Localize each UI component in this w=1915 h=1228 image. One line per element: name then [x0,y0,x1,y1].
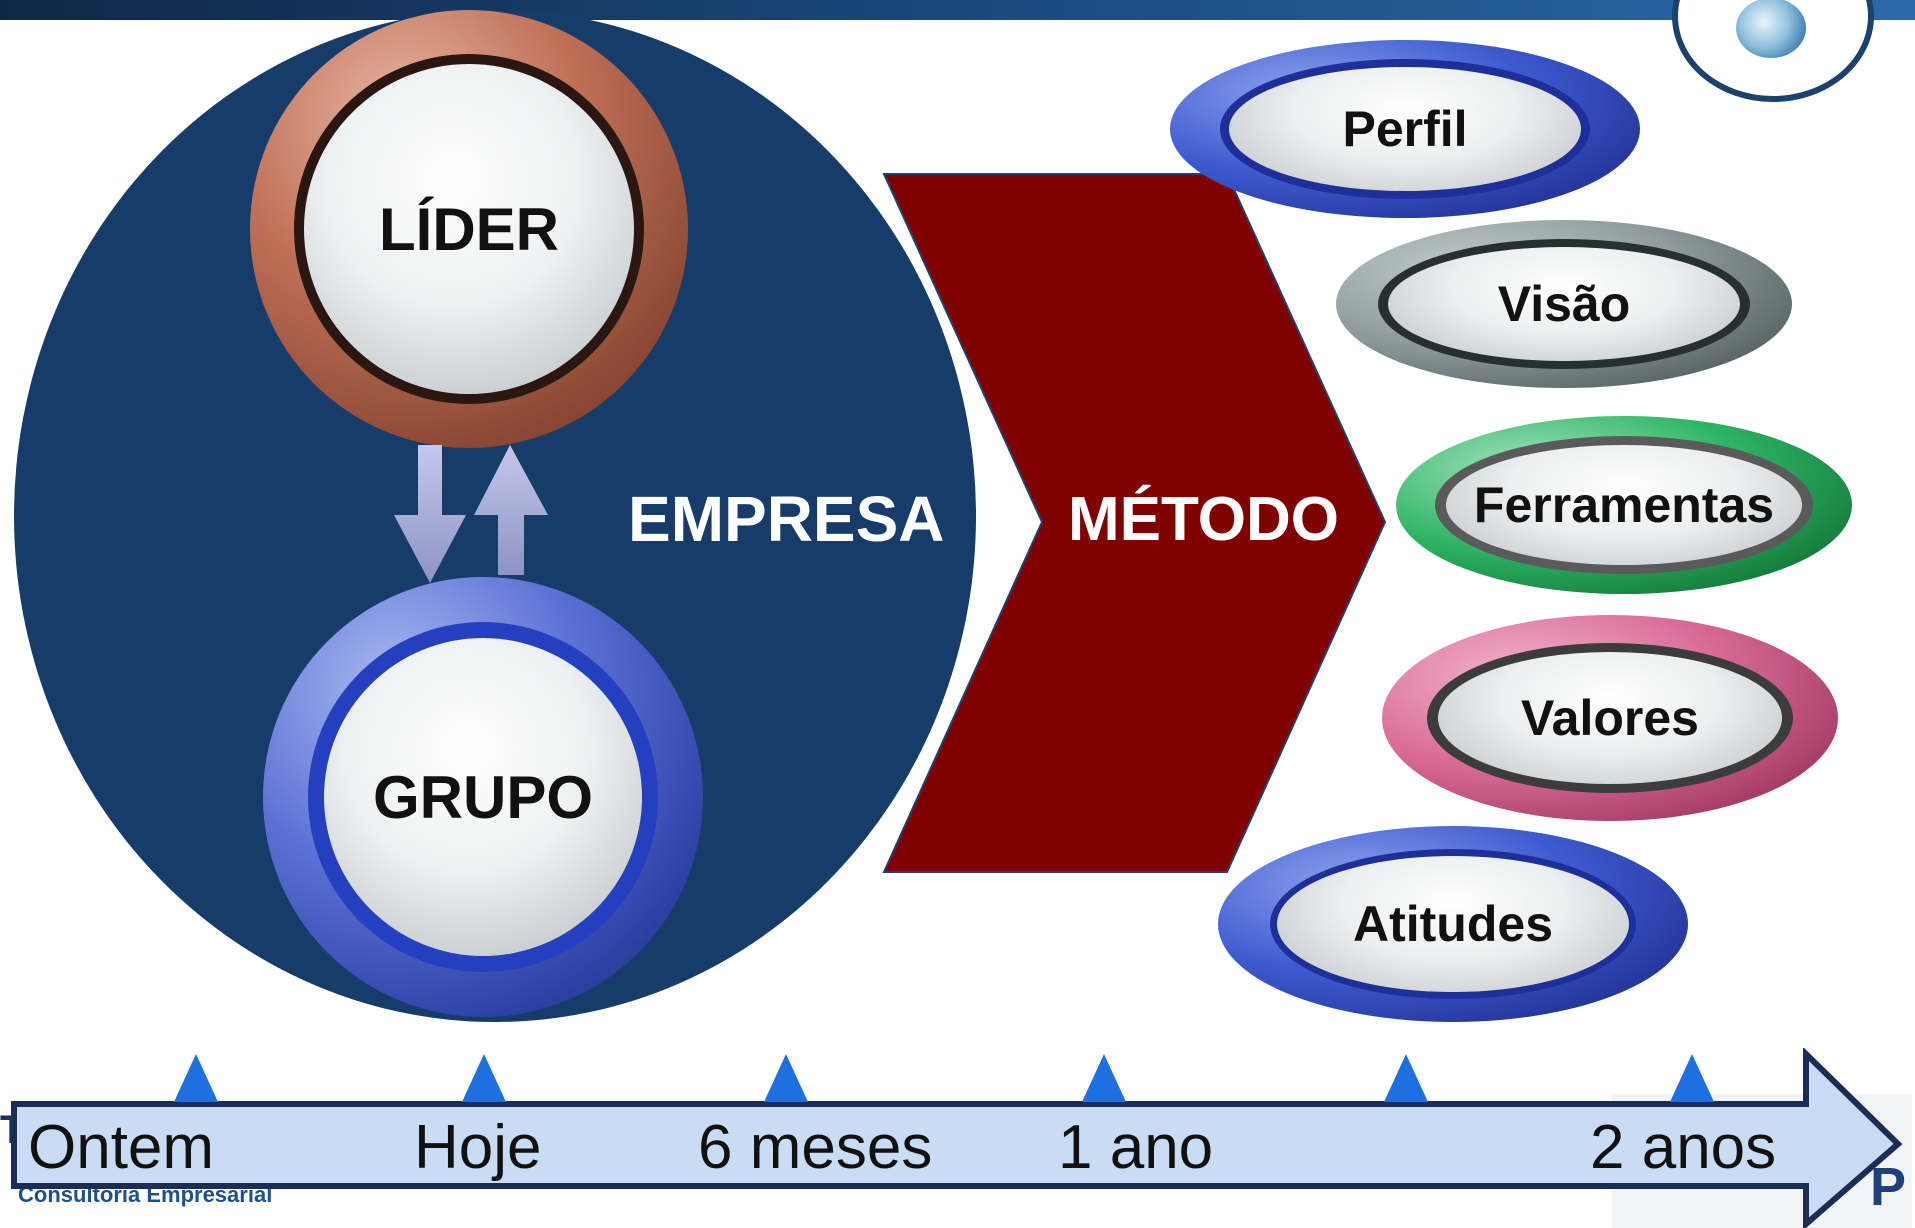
timeline-marker-5 [1670,1054,1714,1102]
timeline-arrow [11,1048,1903,1228]
grupo-node: GRUPO [263,577,703,1017]
grupo-label: GRUPO [324,638,642,956]
outcome-perfil: Perfil [1170,40,1640,218]
timeline-label-6-meses: 6 meses [698,1113,933,1182]
outcome-visao: Visão [1336,220,1792,388]
outcome-valores-ring: Valores [1427,643,1793,793]
arrow-up-icon [474,445,548,575]
outcome-atitudes-ring: Atitudes [1270,849,1636,999]
timeline-label-ontem: Ontem [28,1113,215,1182]
timeline-label-2-anos: 2 anos [1590,1113,1777,1182]
empresa-label: EMPRESA [628,483,945,555]
timeline-arrow-body [11,1048,1903,1228]
lider-node-ring: LÍDER [294,54,644,404]
outcome-visao-ring: Visão [1378,239,1750,369]
outcome-ferramentas: Ferramentas [1396,416,1852,594]
top-banner [0,0,1915,20]
outcome-perfil-label: Perfil [1229,67,1581,191]
timeline-marker-2 [764,1054,808,1102]
timeline-marker-3 [1082,1054,1126,1102]
grupo-node-ring: GRUPO [308,622,658,972]
outcome-valores-label: Valores [1438,652,1782,784]
outcome-atitudes: Atitudes [1218,826,1688,1022]
timeline-marker-1 [462,1054,506,1102]
exchange-arrows-icon [394,445,548,583]
globe-icon [1736,0,1806,58]
lider-node: LÍDER [250,10,688,448]
timeline-label-1-ano: 1 ano [1058,1113,1214,1182]
metodo-label: MÉTODO [1068,485,1339,554]
timeline-label-hoje: Hoje [414,1113,542,1182]
arrow-down-icon [394,445,466,583]
outcome-visao-label: Visão [1388,247,1740,361]
outcome-perfil-ring: Perfil [1220,59,1590,199]
corner-logo [1672,0,1874,102]
outcome-valores: Valores [1382,615,1838,821]
lider-label: LÍDER [304,64,634,394]
timeline-marker-0 [174,1054,218,1102]
outcome-ferramentas-label: Ferramentas [1446,445,1802,565]
timeline-marker-4 [1384,1054,1428,1102]
outcome-atitudes-label: Atitudes [1277,856,1629,992]
outcome-ferramentas-ring: Ferramentas [1435,436,1813,574]
